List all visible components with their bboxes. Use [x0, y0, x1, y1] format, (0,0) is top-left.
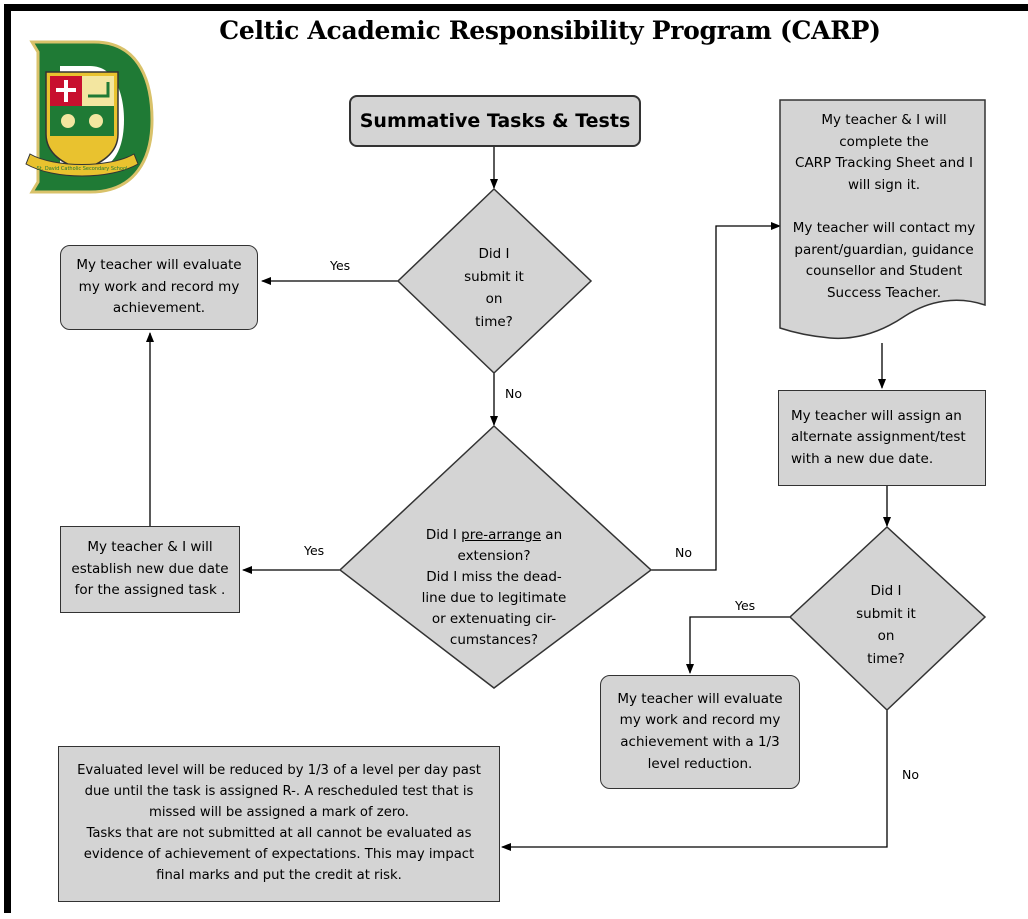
- arrow-decision2-no: [651, 222, 781, 571]
- page-title: Celtic Academic Responsibility Program (…: [219, 16, 881, 45]
- decision3-text: Did I submit it on time?: [856, 583, 916, 668]
- arrow-decision3-yes: [686, 616, 790, 674]
- decision2-line1-post: an: [541, 526, 563, 543]
- decision2-text: Did I pre-arrange an extension? Did I mis…: [404, 504, 584, 650]
- decision-diamond-submitted-on-time: [396, 187, 593, 375]
- decision2-underlined-word: pre-arrange: [461, 526, 541, 543]
- decision-diamond-extension: [338, 424, 653, 689]
- decision-diamond-resubmitted-on-time: [788, 525, 987, 712]
- school-crest-logo: St. David Catholic Secondary School: [25, 40, 154, 194]
- decision2-line1-pre: Did I: [425, 526, 462, 543]
- new-due-date-text: My teacher & I will establish new due da…: [71, 539, 229, 599]
- penalty-policy-box: Evaluated level will be reduced by 1/3 o…: [58, 746, 500, 902]
- new-due-date-box: My teacher & I will establish new due da…: [60, 526, 240, 613]
- reduced-evaluation-box: My teacher will evaluate my work and rec…: [600, 675, 800, 789]
- decision1-text: Did I submit it on time?: [464, 246, 524, 331]
- label-yes-decision1: Yes: [330, 258, 351, 273]
- evaluate-work-text: My teacher will evaluate my work and rec…: [76, 257, 242, 317]
- evaluate-work-box: My teacher will evaluate my work and rec…: [60, 245, 258, 330]
- start-label: Summative Tasks & Tests: [359, 109, 631, 132]
- start-summative-tasks-box: Summative Tasks & Tests: [349, 95, 641, 147]
- label-no-decision1: No: [505, 386, 522, 401]
- label-yes-decision3: Yes: [735, 598, 756, 613]
- document-shape-tracking-sheet: [779, 99, 986, 340]
- label-no-decision2: No: [675, 545, 692, 560]
- arrow-decision3-no: [501, 710, 888, 851]
- alternate-assignment-box: My teacher will assign an alternate assi…: [778, 390, 986, 486]
- page-border: [4, 4, 1028, 913]
- logo-caption: St. David Catholic Secondary School: [37, 166, 128, 172]
- reduced-evaluation-text: My teacher will evaluate my work and rec…: [617, 690, 783, 772]
- alternate-assignment-text: My teacher will assign an alternate assi…: [791, 407, 966, 467]
- label-yes-decision2: Yes: [304, 543, 325, 558]
- tracking-sheet-text: My teacher & I will complete the CARP Tr…: [792, 112, 976, 301]
- penalty-policy-text: Evaluated level will be reduced by 1/3 o…: [77, 763, 481, 883]
- label-no-decision3: No: [902, 767, 919, 782]
- decision2-rest: extension? Did I miss the dead- line due…: [421, 547, 567, 648]
